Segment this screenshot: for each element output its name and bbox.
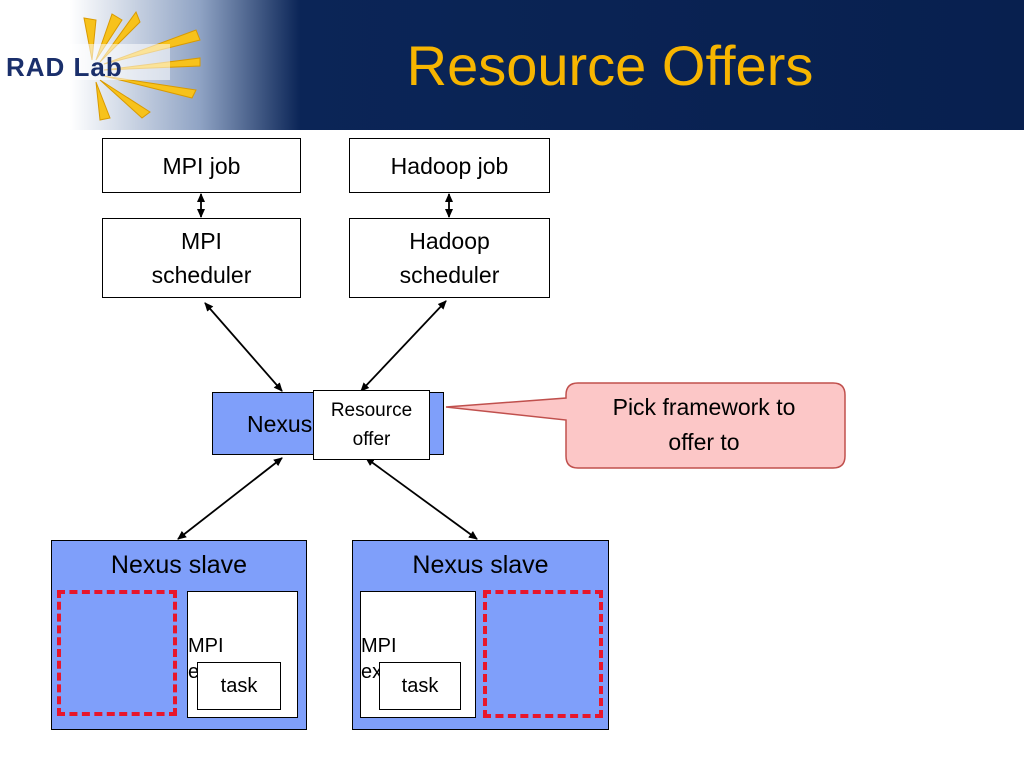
nexus-slave-right-label: Nexus slave [412,551,549,579]
free-resources-left [57,590,177,716]
nexus-slave-left-label: Nexus slave [110,551,248,579]
mpi-scheduler-box: MPI scheduler [102,218,301,298]
resource-offer-box: Resource offer [313,390,430,460]
slide-title: Resource Offers [406,34,814,97]
arrow-hadoop-scheduler-master [360,300,447,392]
nexus-master-label: Nexus [247,410,313,437]
callout-line2: offer to [668,429,740,455]
resource-offer-line1: Resource [330,400,413,421]
resource-offer-line2: offer [352,429,391,450]
mpi-executor-right-line1: MPI [361,634,397,657]
hadoop-job-label: Hadoop job [390,152,509,179]
task-left: task [197,662,281,710]
task-right-label: task [401,675,439,697]
arrow-master-slave-right [365,457,478,540]
callout-text: Pick framework to offer to [566,390,842,460]
hadoop-scheduler-box: Hadoop scheduler [349,218,550,298]
arrow-mpi-scheduler-master [204,302,283,392]
rad-lab-logo: RAD Lab [6,10,201,121]
mpi-job-label: MPI job [162,152,241,179]
mpi-executor-left-line1: MPI [188,634,224,657]
hadoop-job-box: Hadoop job [349,138,550,193]
callout-line1: Pick framework to [612,394,796,420]
hadoop-scheduler-line1: Hadoop [409,228,490,254]
task-right: task [379,662,461,710]
arrow-master-slave-left [177,457,283,540]
mpi-job-box: MPI job [102,138,301,193]
hadoop-scheduler-line2: scheduler [399,262,500,288]
mpi-scheduler-line2: scheduler [151,262,252,288]
callout-bubble [445,382,846,469]
task-left-label: task [220,675,258,697]
mpi-scheduler-line1: MPI [181,228,222,254]
free-resources-right [483,590,603,718]
logo-text: RAD Lab [6,52,123,82]
